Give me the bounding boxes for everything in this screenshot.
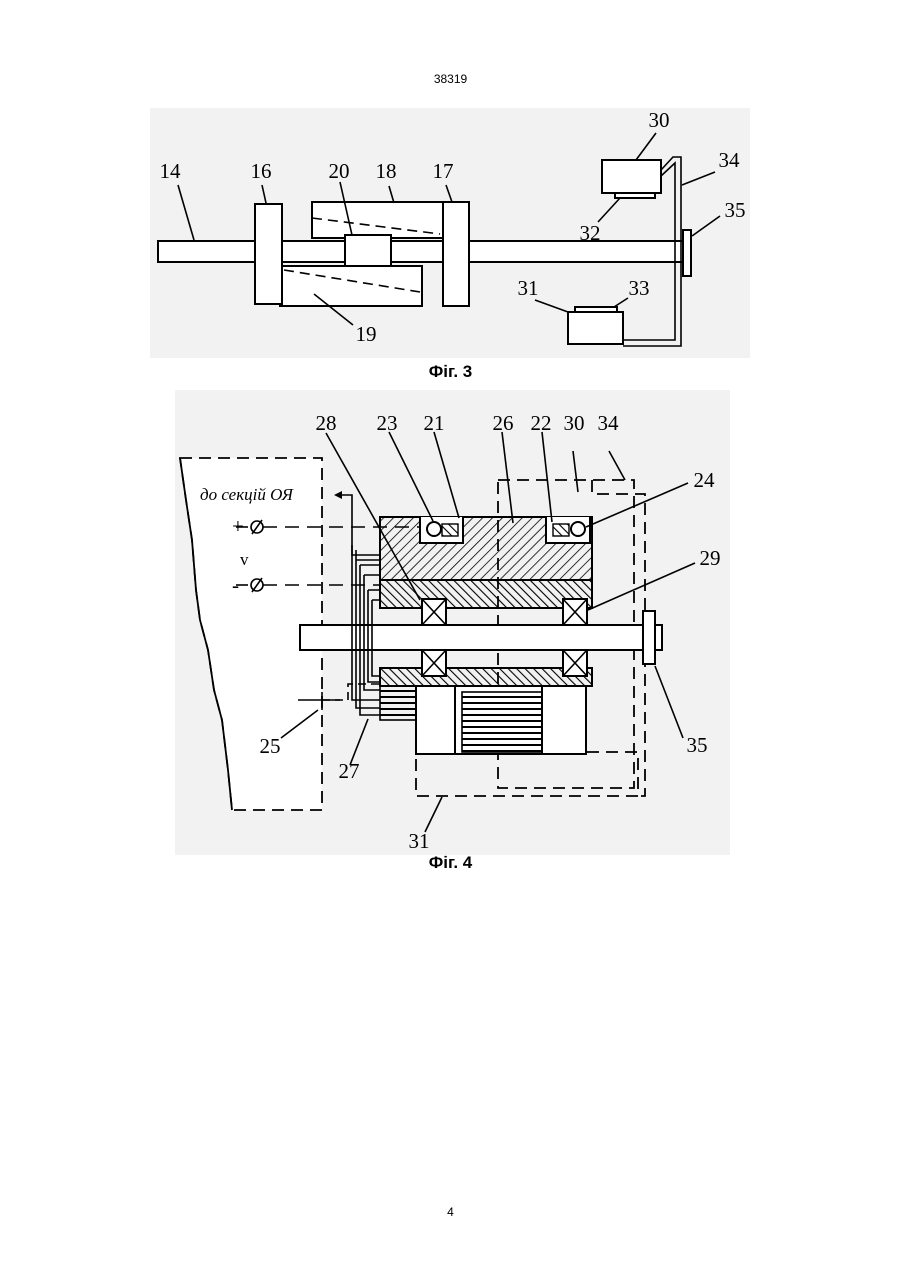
fig3-disk-17 [443, 202, 469, 306]
fig4-label-26: 26 [493, 411, 514, 435]
fig4-label-34: 34 [598, 411, 620, 435]
fig4-label-35: 35 [687, 733, 708, 757]
fig3-unit-30 [602, 160, 661, 193]
fig4-label-25: 25 [260, 734, 281, 758]
fig3-plate-33 [575, 307, 617, 312]
figure-4: до секцій ОЯ + v - 28 23 21 26 22 30 34 … [175, 390, 730, 855]
fig4-label-27: 27 [339, 759, 360, 783]
fig3-label-30: 30 [649, 108, 670, 132]
fig4-label-31: 31 [409, 829, 430, 853]
fig3-collar-35 [683, 230, 691, 276]
fig3-label-18: 18 [376, 159, 397, 183]
fig4-label-21: 21 [424, 411, 445, 435]
fig3-label-31: 31 [518, 276, 539, 300]
fig3-label-32: 32 [580, 221, 601, 245]
fig4-label-30: 30 [564, 411, 585, 435]
fig4-ring-24 [571, 522, 585, 536]
fig3-label-35: 35 [725, 198, 746, 222]
fig3-unit-31 [568, 312, 623, 344]
fig3-label-17: 17 [433, 159, 454, 183]
fig4-minus-terminal: - [232, 573, 239, 597]
fig4-commutator-27 [380, 686, 416, 720]
fig4-bushing-lower [380, 668, 592, 686]
fig3-label-34: 34 [719, 148, 741, 172]
fig4-collar-35 [643, 611, 655, 664]
fig4-shaft [300, 625, 662, 650]
page-number: 4 [0, 1205, 901, 1219]
fig4-voltage-label: v [240, 550, 249, 569]
fig3-plate-32 [615, 193, 655, 198]
fig3-label-20: 20 [329, 159, 350, 183]
fig3-label-33: 33 [629, 276, 650, 300]
fig4-ring-23 [427, 522, 441, 536]
fig3-shaft [158, 241, 690, 262]
fig4-plus-terminal: + [232, 514, 244, 538]
fig4-label-22: 22 [531, 411, 552, 435]
fig4-caption: Фіг. 4 [0, 853, 901, 873]
fig3-label-19: 19 [356, 322, 377, 346]
fig4-label-28: 28 [316, 411, 337, 435]
fig3-label-14: 14 [160, 159, 182, 183]
fig3-disk-16 [255, 204, 282, 304]
figure-3: 14 16 20 18 17 30 34 35 32 31 33 19 [150, 108, 750, 358]
fig4-label-24: 24 [694, 468, 716, 492]
fig4-label-23: 23 [377, 411, 398, 435]
fig4-annotation: до секцій ОЯ [200, 485, 294, 504]
fig3-block-20 [345, 235, 391, 266]
fig3-label-16: 16 [251, 159, 272, 183]
fig3-caption: Фіг. 3 [0, 362, 901, 382]
fig4-label-29: 29 [700, 546, 721, 570]
